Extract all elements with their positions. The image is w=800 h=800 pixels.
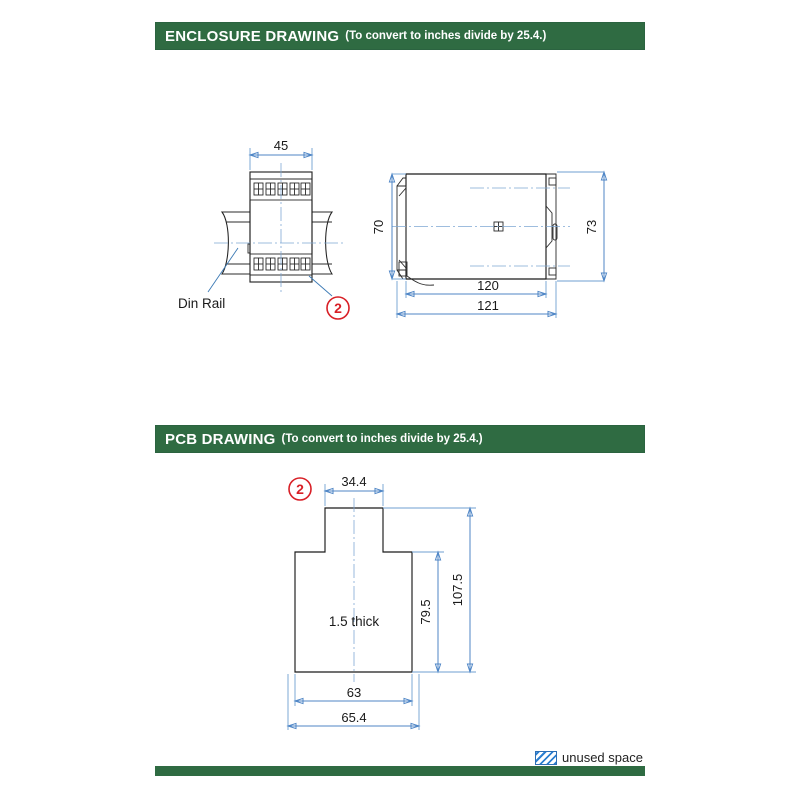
terminal-screw bbox=[277, 182, 288, 196]
footer-rule bbox=[155, 766, 645, 776]
dimension-73-label: 73 bbox=[584, 220, 599, 234]
dimension-65-4: 65.4 bbox=[286, 674, 421, 730]
enclosure-section-title: ENCLOSURE DRAWING bbox=[165, 27, 340, 45]
terminal-screw bbox=[300, 182, 311, 196]
din-rail-label: Din Rail bbox=[178, 296, 225, 311]
terminal-screw bbox=[265, 257, 276, 271]
terminal-screw bbox=[289, 257, 300, 271]
dimension-34-4-label: 34.4 bbox=[341, 474, 366, 489]
enclosure-callout-2: 2 bbox=[308, 275, 350, 320]
dimension-63-label: 63 bbox=[347, 685, 361, 700]
pcb-callout-2: 2 bbox=[288, 477, 312, 501]
dimension-79-5-label: 79.5 bbox=[418, 599, 433, 624]
bottom-terminal-block bbox=[253, 257, 311, 271]
dimension-120-label: 120 bbox=[477, 278, 499, 293]
pcb-thickness-label: 1.5 thick bbox=[329, 614, 380, 629]
dimension-79-5: 79.5 bbox=[412, 550, 444, 674]
dimension-depth-120: 120 bbox=[404, 278, 548, 298]
terminal-screw bbox=[265, 182, 276, 196]
unused-space-swatch-icon bbox=[535, 750, 557, 765]
pcb-section-header: PCB DRAWING (To convert to inches divide… bbox=[155, 425, 645, 453]
enclosure-front-view: 45 Din Rail 2 bbox=[178, 138, 350, 320]
din-rail-callout: Din Rail bbox=[178, 247, 239, 311]
dimension-63: 63 bbox=[293, 674, 414, 706]
terminal-screw bbox=[289, 182, 300, 196]
dimension-34-4: 34.4 bbox=[323, 474, 385, 506]
legend: unused space bbox=[535, 750, 643, 765]
dimension-front-width: 45 bbox=[248, 138, 314, 170]
dimension-45-label: 45 bbox=[274, 138, 288, 153]
dimension-65-4-label: 65.4 bbox=[341, 710, 366, 725]
terminal-screw bbox=[253, 182, 264, 196]
top-terminal-block bbox=[253, 182, 311, 196]
dimension-height-70: 70 bbox=[371, 172, 406, 281]
unused-space-label: unused space bbox=[562, 750, 643, 765]
dimension-height-73: 73 bbox=[557, 170, 608, 283]
terminal-screw bbox=[277, 257, 288, 271]
terminal-screw bbox=[253, 257, 264, 271]
enclosure-section-header: ENCLOSURE DRAWING (To convert to inches … bbox=[155, 22, 645, 50]
terminal-screw bbox=[300, 257, 311, 271]
pcb-section-title: PCB DRAWING bbox=[165, 430, 276, 448]
pcb-section-note: (To convert to inches divide by 25.4.) bbox=[281, 433, 483, 445]
dimension-107-5-label: 107.5 bbox=[450, 574, 465, 607]
enclosure-side-view: 70 73 120 bbox=[371, 170, 608, 318]
dimension-107-5: 107.5 bbox=[383, 506, 476, 674]
dimension-depth-121: 121 bbox=[395, 281, 558, 318]
enclosure-callout-number: 2 bbox=[334, 300, 342, 316]
dimension-70-label: 70 bbox=[371, 220, 386, 234]
dimension-121-label: 121 bbox=[477, 298, 499, 313]
pcb-view: 1.5 thick 2 34.4 7 bbox=[286, 474, 476, 730]
pcb-callout-number: 2 bbox=[296, 481, 304, 497]
enclosure-section-note: (To convert to inches divide by 25.4.) bbox=[345, 30, 547, 42]
